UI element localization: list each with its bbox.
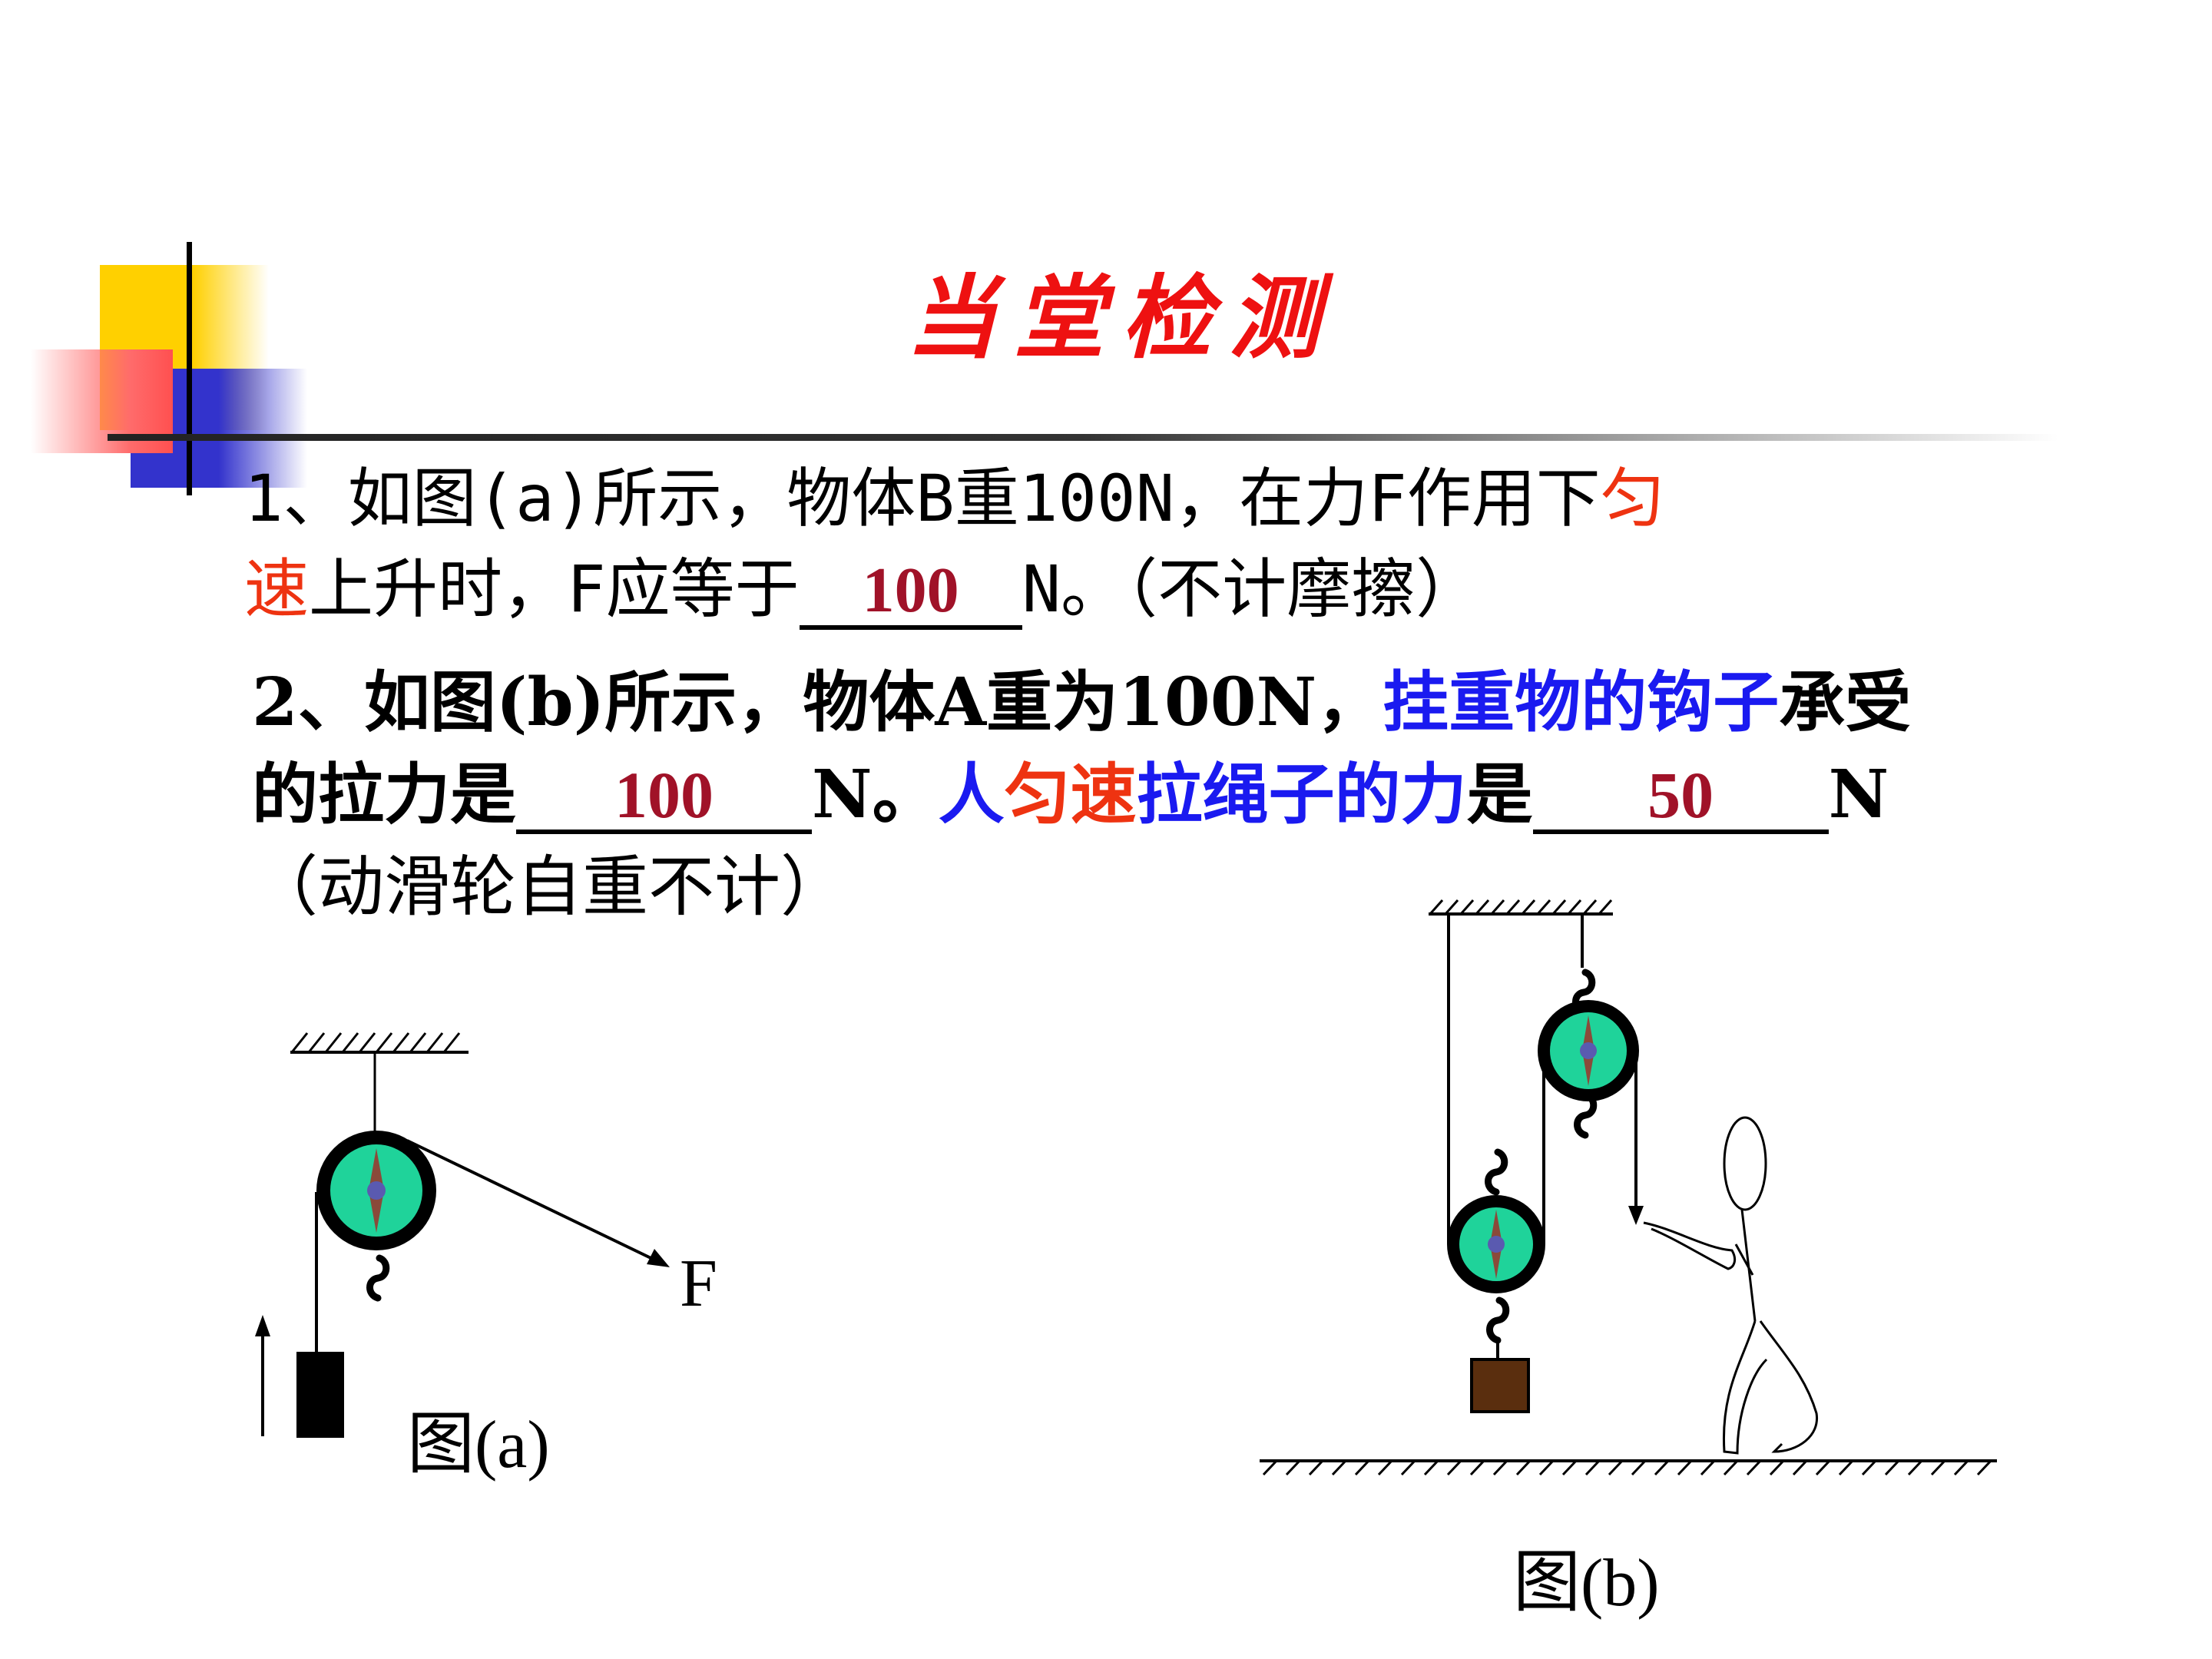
decor-horizontal-line bbox=[108, 434, 2058, 441]
force-arrow-head bbox=[647, 1249, 670, 1267]
rope-a-pull bbox=[406, 1139, 663, 1265]
ceiling-a bbox=[290, 1032, 469, 1054]
page-title: 当堂检测 bbox=[906, 264, 1336, 371]
block-a bbox=[1470, 1358, 1530, 1413]
q2-answer-2: 50 bbox=[1647, 758, 1714, 832]
q2-text-line2-c: 是 bbox=[1466, 756, 1533, 833]
q2-text-line2-d: N bbox=[1828, 756, 1889, 833]
fixed-pulley-b bbox=[1538, 1000, 1639, 1101]
q2-text-line1: 2、如图(b)所示，物体A重为100N， bbox=[252, 664, 1383, 741]
q2-highlight-person: 人 bbox=[938, 756, 1005, 833]
person-figure bbox=[1643, 1116, 1818, 1455]
q2-answer2-blank: 50 bbox=[1532, 758, 1829, 834]
figure-a-caption: 图(a) bbox=[407, 1408, 550, 1482]
q2-highlight-hook: 挂重物的钩子 bbox=[1382, 664, 1780, 741]
q2-answer1-blank: 100 bbox=[516, 760, 812, 834]
q2-answer-1: 100 bbox=[614, 758, 714, 832]
q1-text-line2-end: N。（不计摩擦） bbox=[1022, 551, 1481, 627]
q2-text-line2: 的拉力是 bbox=[252, 756, 516, 833]
ground-b bbox=[1260, 1459, 1997, 1476]
q2-text-line3: （动滑轮自重不计） bbox=[252, 849, 846, 926]
up-arrow-a bbox=[255, 1315, 270, 1436]
q2-highlight-uniform: 匀速 bbox=[1004, 756, 1137, 833]
q1-answer: 100 bbox=[862, 555, 959, 626]
decor-vertical-line bbox=[187, 242, 192, 495]
q2-highlight-rope-force: 拉绳子的力 bbox=[1136, 756, 1467, 833]
hook-movable-top bbox=[1488, 1152, 1505, 1192]
figure-b-caption: 图(b) bbox=[1513, 1546, 1660, 1621]
pulley-a bbox=[316, 1131, 436, 1250]
figure-a: F 图(a) bbox=[255, 1032, 717, 1482]
figure-b: 图(b) bbox=[1260, 899, 1997, 1621]
force-label-f: F bbox=[680, 1247, 717, 1321]
q1-highlight-2: 速 bbox=[244, 551, 310, 627]
q1-text-line2: 上升时，F应等于 bbox=[309, 551, 800, 627]
movable-pulley-b bbox=[1447, 1195, 1545, 1293]
ceiling-b bbox=[1429, 899, 1613, 916]
q1-text-line1: 1、如图(a)所示，物体B重100N，在力F作用下 bbox=[244, 461, 1601, 536]
hook-movable-bottom bbox=[1490, 1300, 1506, 1340]
question-1: 1、如图(a)所示，物体B重100N，在力F作用下匀 速上升时，F应等于 100 N… bbox=[244, 453, 2088, 634]
hook-a bbox=[370, 1258, 386, 1298]
q2-text-line2-b: N。 bbox=[812, 756, 939, 833]
q1-answer-blank: 100 bbox=[799, 555, 1022, 630]
block-b bbox=[296, 1352, 344, 1438]
q1-highlight-1: 匀 bbox=[1600, 461, 1665, 536]
q2-text-line1-end: 承受 bbox=[1779, 664, 1912, 741]
rope-b-arrow bbox=[1628, 1206, 1644, 1225]
question-2: 2、如图(b)所示，物体A重为100N，挂重物的钩子承受 的拉力是 100 N。人匀… bbox=[252, 657, 2095, 933]
